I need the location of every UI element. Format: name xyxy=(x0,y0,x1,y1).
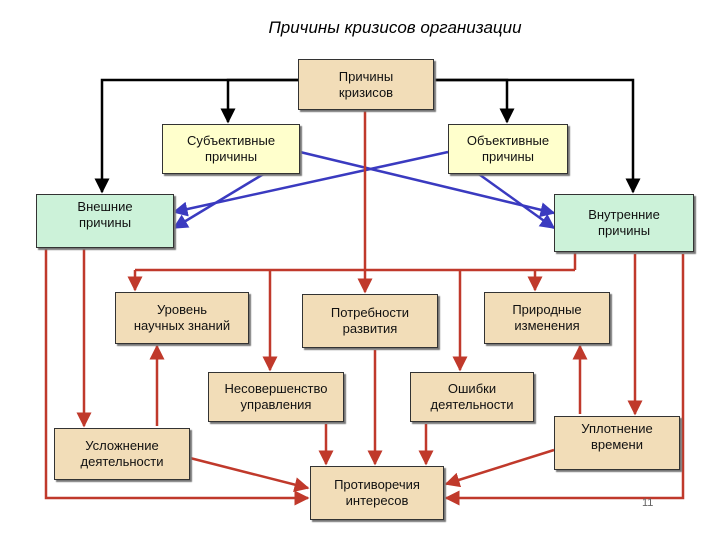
arrow-internal-contradictions xyxy=(444,254,685,506)
arrow-root-internal xyxy=(434,78,641,194)
arrow-time-contradictions xyxy=(444,448,555,488)
diagram-title: Причины кризисов организации xyxy=(268,18,522,37)
arrow-complexity-contradictions xyxy=(189,456,310,492)
arrow-external-contradictions xyxy=(44,248,310,506)
arrow-subjective-internal xyxy=(299,150,556,218)
box-natural-changes: Природные изменения xyxy=(484,292,610,344)
box-conflict-of-interests: Противоречия интересов xyxy=(310,466,444,520)
box-activity-errors: Ошибки деятельности xyxy=(410,372,534,422)
box-management-imperfection: Несовершенство управления xyxy=(208,372,344,422)
box-internal-causes: Внутренние причины xyxy=(554,194,694,252)
box-objective-causes: Объективные причины xyxy=(448,124,568,174)
page-number: 11 xyxy=(642,497,654,509)
box-activity-complexity: Усложнение деятельности xyxy=(54,428,190,480)
box-development-needs: Потребности развития xyxy=(302,294,438,348)
box-subjective-causes: Субъективные причины xyxy=(162,124,300,174)
box-time-compression: Уплотнение времени xyxy=(554,416,680,470)
box-root-causes: Причины кризисов xyxy=(298,59,434,110)
box-knowledge-level: Уровень научных знаний xyxy=(115,292,249,344)
box-external-causes: Внешние причины xyxy=(36,194,174,248)
arrow-objective-external xyxy=(172,150,449,217)
arrow-root-objective xyxy=(434,78,515,124)
arrow-root-subjective xyxy=(220,78,298,124)
